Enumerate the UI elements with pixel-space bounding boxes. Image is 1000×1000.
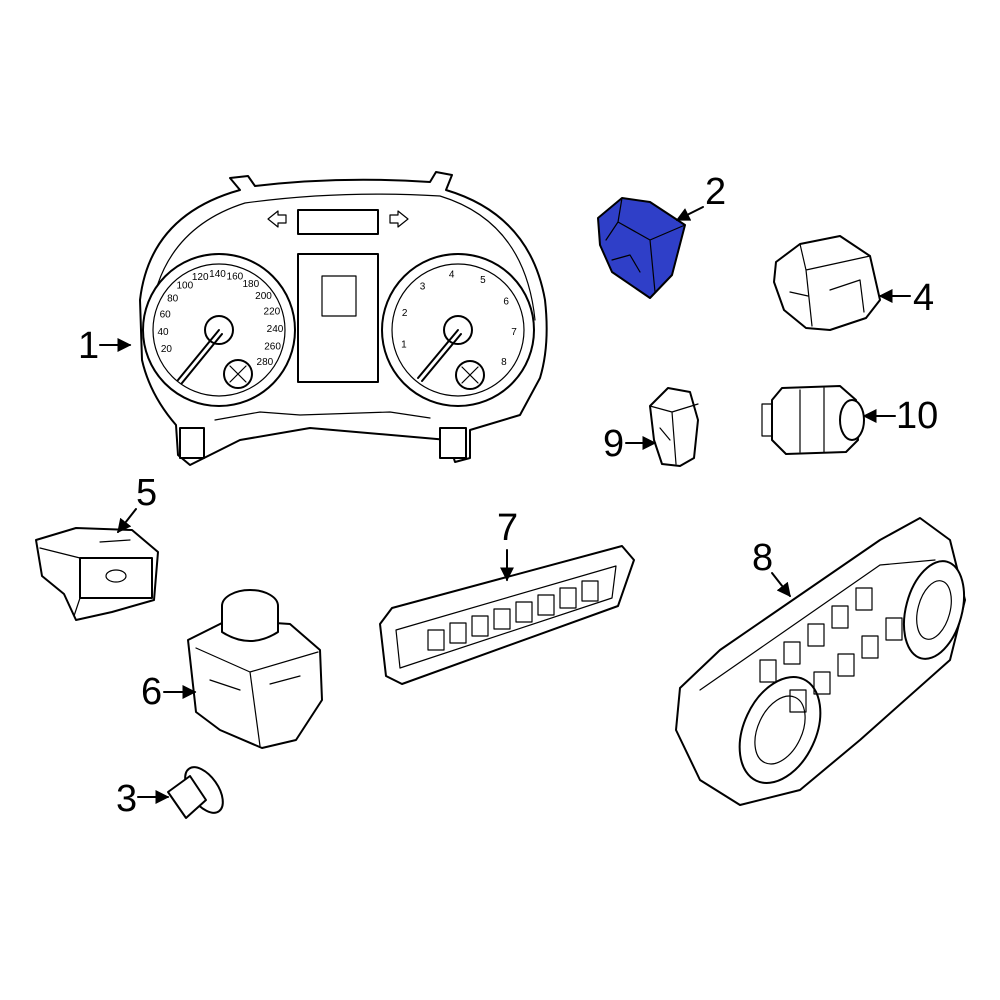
gauge-tick-label: 60 <box>160 309 172 320</box>
panel-button-outline <box>855 587 873 611</box>
switch-panel-buttons <box>427 580 599 651</box>
panel-button-outline <box>493 608 511 630</box>
panel-button-outline <box>759 659 777 683</box>
panel-button-outline <box>831 605 849 629</box>
panel-button-outline <box>559 587 577 609</box>
panel-button-outline <box>789 689 807 713</box>
callout-3: 3 <box>116 778 137 820</box>
panel-button-outline <box>537 594 555 616</box>
gauge-tick-label: 6 <box>503 296 509 307</box>
leader-5 <box>117 508 137 534</box>
gauge-tick-label: 5 <box>480 275 486 286</box>
gauge-tick-label: 240 <box>267 324 284 335</box>
panel-button-outline <box>515 601 533 623</box>
gauge-tick-label: 140 <box>209 269 226 280</box>
gauge-tick-label: 80 <box>167 294 179 305</box>
callout-5: 5 <box>136 472 157 514</box>
part-10-rotary-switch <box>761 385 865 455</box>
panel-button-outline <box>783 641 801 665</box>
gauge-tick-label: 280 <box>257 357 274 368</box>
gauge-tick-label: 220 <box>264 307 281 318</box>
callout-2: 2 <box>705 171 726 213</box>
panel-button-outline <box>837 653 855 677</box>
part-3-retainer-clip <box>167 766 224 819</box>
part-8-climate-control-panel <box>675 517 966 806</box>
gauge-tick-label: 40 <box>157 327 169 338</box>
part-6-controller-knob <box>187 589 323 749</box>
callout-1: 1 <box>78 325 99 367</box>
panel-button-outline <box>807 623 825 647</box>
gauge-tick-label: 180 <box>242 279 259 290</box>
panel-button-outline <box>813 671 831 695</box>
gauge-tick-label: 160 <box>227 271 244 282</box>
tachometer-tick-labels: 1 2 3 4 5 6 7 8 <box>401 269 517 368</box>
callout-4: 4 <box>913 277 934 319</box>
panel-button-outline <box>449 622 467 644</box>
gauge-tick-label: 3 <box>420 282 426 293</box>
callout-8: 8 <box>752 537 773 579</box>
gauge-tick-label: 2 <box>402 308 408 319</box>
part-5-push-switch <box>35 527 159 621</box>
panel-button-outline <box>427 629 445 651</box>
panel-button-outline <box>581 580 599 602</box>
climate-panel-buttons <box>759 587 903 713</box>
gauge-tick-label: 1 <box>401 340 407 351</box>
callout-7: 7 <box>497 507 518 549</box>
leader-8 <box>771 572 791 598</box>
part-7-switch-panel <box>379 545 635 685</box>
part-4-switch-housing <box>773 235 881 331</box>
gauge-tick-label: 4 <box>449 269 455 280</box>
gauge-tick-label: 7 <box>511 327 517 338</box>
panel-button-outline <box>861 635 879 659</box>
gauge-tick-label: 20 <box>161 344 173 355</box>
gauge-tick-label: 200 <box>255 291 272 302</box>
gauge-tick-label: 120 <box>192 272 209 283</box>
gauge-tick-label: 260 <box>264 341 281 352</box>
leader-2 <box>675 206 704 221</box>
callouts: 1 2 3 4 5 6 7 8 9 10 <box>78 171 938 820</box>
callout-9: 9 <box>603 423 624 465</box>
callout-10: 10 <box>896 395 938 437</box>
callout-6: 6 <box>141 671 162 713</box>
part-9-small-switch <box>649 387 699 467</box>
gauge-tick-label: 100 <box>176 281 193 292</box>
gauge-tick-label: 8 <box>501 357 507 368</box>
part-2-highlighted-switch <box>597 197 686 299</box>
panel-button-outline <box>471 615 489 637</box>
panel-button-outline <box>885 617 903 641</box>
